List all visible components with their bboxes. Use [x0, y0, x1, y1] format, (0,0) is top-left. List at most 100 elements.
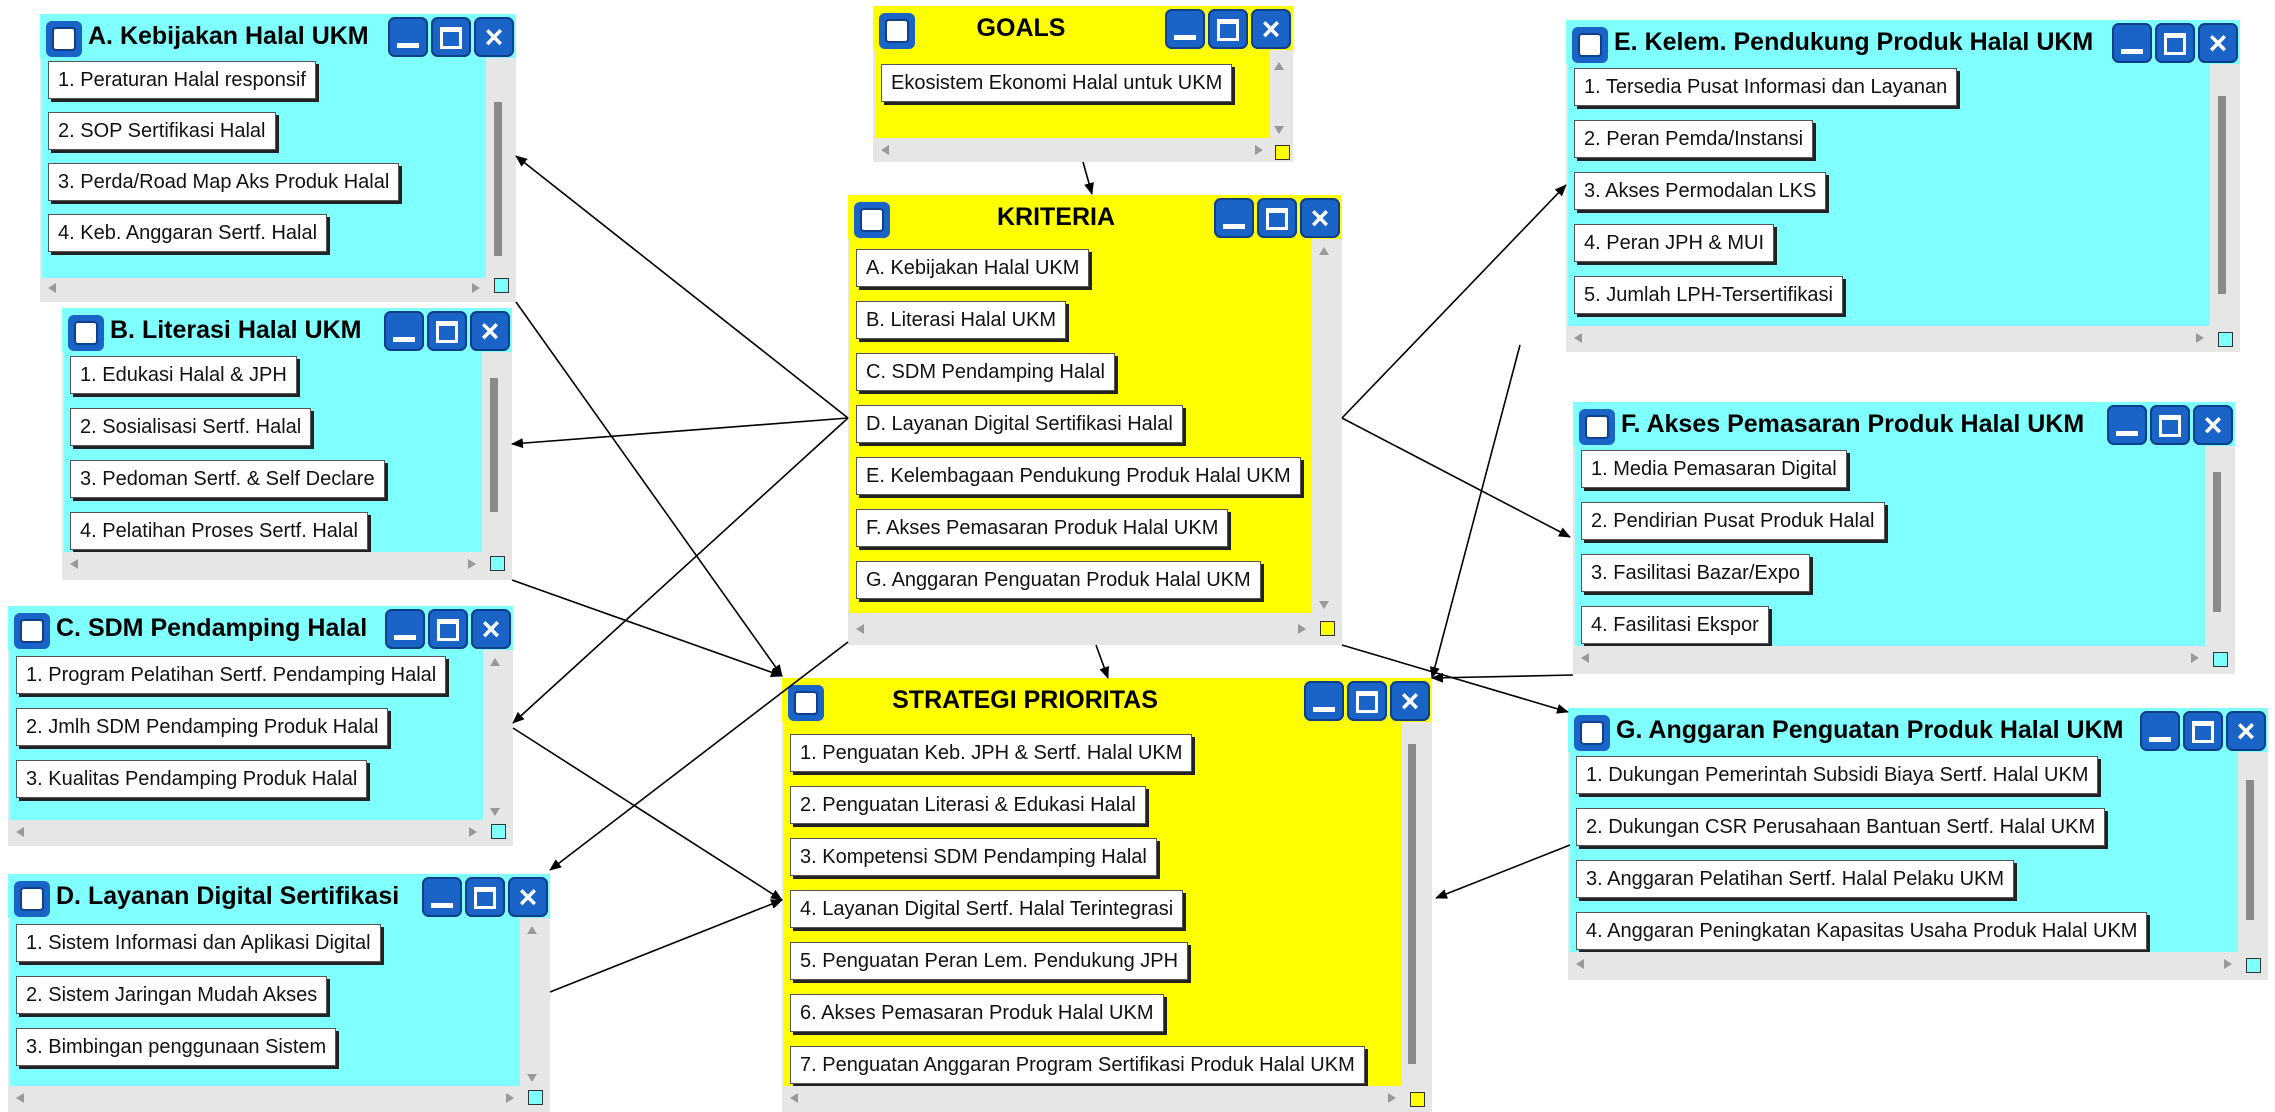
window-icon[interactable] — [1572, 27, 1608, 63]
list-item[interactable]: 5. Penguatan Peran Lem. Pendukung JPH — [790, 942, 1189, 980]
minimize-icon[interactable] — [385, 609, 425, 649]
window-b-literasi[interactable]: B. Literasi Halal UKM × 1. Edukasi Halal… — [62, 308, 512, 580]
resize-grip[interactable] — [494, 278, 509, 293]
scroll-thumb[interactable] — [2213, 472, 2221, 612]
scroll-right-icon[interactable] — [2191, 653, 2199, 663]
list-item[interactable]: 2. SOP Sertifikasi Halal — [48, 112, 276, 150]
list-item[interactable]: 4. Peran JPH & MUI — [1574, 224, 1775, 262]
close-icon[interactable]: × — [2193, 405, 2233, 445]
vertical-scrollbar[interactable] — [2209, 448, 2225, 648]
window-icon[interactable] — [879, 13, 915, 49]
close-icon[interactable]: × — [471, 609, 511, 649]
window-goals[interactable]: GOALS × Ekosistem Ekonomi Halal untuk UK… — [873, 6, 1293, 162]
scroll-left-icon[interactable] — [16, 827, 24, 837]
scroll-up-icon[interactable] — [527, 926, 537, 934]
close-icon[interactable]: × — [1390, 681, 1430, 721]
minimize-icon[interactable] — [422, 877, 462, 917]
minimize-icon[interactable] — [2112, 23, 2152, 63]
title-bar[interactable]: GOALS × — [873, 6, 1293, 50]
vertical-scrollbar[interactable] — [2214, 66, 2230, 328]
maximize-icon[interactable] — [428, 609, 468, 649]
maximize-icon[interactable] — [427, 311, 467, 351]
scroll-thumb[interactable] — [2246, 780, 2254, 920]
close-icon[interactable]: × — [470, 311, 510, 351]
title-bar[interactable]: A. Kebijakan Halal UKM × — [40, 14, 516, 58]
resize-grip[interactable] — [2218, 332, 2233, 347]
resize-grip[interactable] — [490, 556, 505, 571]
window-d-layanan-digital[interactable]: D. Layanan Digital Sertifikasi × 1. Sist… — [8, 874, 550, 1112]
vertical-scrollbar[interactable] — [1271, 56, 1287, 140]
vertical-scrollbar[interactable] — [486, 354, 502, 554]
title-bar[interactable]: E. Kelem. Pendukung Produk Halal UKM × — [1566, 20, 2240, 64]
scroll-up-icon[interactable] — [490, 658, 500, 666]
window-icon[interactable] — [46, 21, 82, 57]
window-strategi-prioritas[interactable]: STRATEGI PRIORITAS × 1. Penguatan Keb. J… — [782, 678, 1432, 1112]
window-icon[interactable] — [68, 315, 104, 351]
vertical-scrollbar[interactable] — [1316, 241, 1332, 615]
horizontal-scrollbar[interactable] — [10, 822, 483, 842]
resize-grip[interactable] — [1320, 621, 1335, 636]
horizontal-scrollbar[interactable] — [10, 1088, 520, 1108]
scroll-right-icon[interactable] — [1388, 1093, 1396, 1103]
list-item[interactable]: 6. Akses Pemasaran Produk Halal UKM — [790, 994, 1164, 1032]
maximize-icon[interactable] — [2155, 23, 2195, 63]
vertical-scrollbar[interactable] — [487, 652, 503, 822]
scroll-right-icon[interactable] — [1255, 145, 1263, 155]
list-item[interactable]: C. SDM Pendamping Halal — [856, 353, 1115, 391]
resize-grip[interactable] — [1410, 1092, 1425, 1107]
title-bar[interactable]: G. Anggaran Penguatan Produk Halal UKM × — [1568, 708, 2268, 752]
resize-grip[interactable] — [491, 824, 506, 839]
minimize-icon[interactable] — [1214, 198, 1254, 238]
list-item[interactable]: 2. Dukungan CSR Perusahaan Bantuan Sertf… — [1576, 808, 2106, 846]
resize-grip[interactable] — [1275, 145, 1290, 160]
list-item[interactable]: 1. Penguatan Keb. JPH & Sertf. Halal UKM — [790, 734, 1193, 772]
list-item[interactable]: F. Akses Pemasaran Produk Halal UKM — [856, 509, 1229, 547]
maximize-icon[interactable] — [1347, 681, 1387, 721]
list-item[interactable]: 1. Peraturan Halal responsif — [48, 61, 316, 99]
window-icon[interactable] — [14, 613, 50, 649]
horizontal-scrollbar[interactable] — [1570, 954, 2238, 974]
list-item[interactable]: 2. Peran Pemda/Instansi — [1574, 120, 1814, 158]
scroll-left-icon[interactable] — [48, 283, 56, 293]
horizontal-scrollbar[interactable] — [1575, 648, 2205, 668]
minimize-icon[interactable] — [2140, 711, 2180, 751]
scroll-left-icon[interactable] — [1576, 959, 1584, 969]
list-item[interactable]: 3. Kualitas Pendamping Produk Halal — [16, 760, 368, 798]
list-item[interactable]: A. Kebijakan Halal UKM — [856, 249, 1090, 287]
minimize-icon[interactable] — [2107, 405, 2147, 445]
scroll-down-icon[interactable] — [1274, 126, 1284, 134]
scroll-thumb[interactable] — [2218, 96, 2226, 294]
scroll-thumb[interactable] — [1408, 744, 1416, 1064]
close-icon[interactable]: × — [1300, 198, 1340, 238]
scroll-up-icon[interactable] — [1319, 247, 1329, 255]
maximize-icon[interactable] — [1208, 9, 1248, 49]
resize-grip[interactable] — [2213, 652, 2228, 667]
scroll-right-icon[interactable] — [2224, 959, 2232, 969]
list-item[interactable]: G. Anggaran Penguatan Produk Halal UKM — [856, 561, 1261, 599]
vertical-scrollbar[interactable] — [2242, 754, 2258, 954]
horizontal-scrollbar[interactable] — [42, 278, 486, 298]
title-bar[interactable]: F. Akses Pemasaran Produk Halal UKM × — [1573, 402, 2235, 446]
vertical-scrollbar[interactable] — [490, 60, 506, 276]
list-item[interactable]: 2. Pendirian Pusat Produk Halal — [1581, 502, 1885, 540]
list-item[interactable]: 3. Fasilitasi Bazar/Expo — [1581, 554, 1810, 592]
scroll-down-icon[interactable] — [490, 808, 500, 816]
window-e-kelembagaan[interactable]: E. Kelem. Pendukung Produk Halal UKM × 1… — [1566, 20, 2240, 352]
vertical-scrollbar[interactable] — [524, 920, 540, 1088]
list-item[interactable]: 3. Pedoman Sertf. & Self Declare — [70, 460, 385, 498]
scroll-left-icon[interactable] — [16, 1093, 24, 1103]
scroll-up-icon[interactable] — [1274, 62, 1284, 70]
title-bar[interactable]: C. SDM Pendamping Halal × — [8, 606, 513, 650]
close-icon[interactable]: × — [2198, 23, 2238, 63]
scroll-right-icon[interactable] — [472, 283, 480, 293]
list-item[interactable]: 1. Media Pemasaran Digital — [1581, 450, 1847, 488]
list-item[interactable]: 3. Kompetensi SDM Pendamping Halal — [790, 838, 1157, 876]
window-icon[interactable] — [788, 685, 824, 721]
list-item[interactable]: 2. Penguatan Literasi & Edukasi Halal — [790, 786, 1146, 824]
list-item[interactable]: B. Literasi Halal UKM — [856, 301, 1067, 339]
window-kriteria[interactable]: KRITERIA × A. Kebijakan Halal UKM B. Lit… — [848, 195, 1342, 645]
scroll-right-icon[interactable] — [2196, 333, 2204, 343]
list-item[interactable]: 1. Sistem Informasi dan Aplikasi Digital — [16, 924, 381, 962]
maximize-icon[interactable] — [2183, 711, 2223, 751]
list-item[interactable]: 7. Penguatan Anggaran Program Sertifikas… — [790, 1046, 1365, 1084]
